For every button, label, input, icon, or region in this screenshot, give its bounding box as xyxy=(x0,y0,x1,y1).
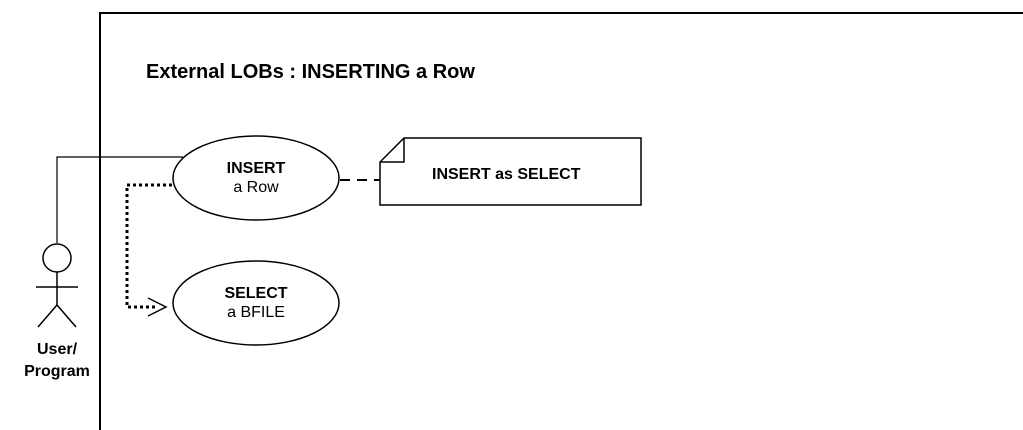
use-case-ellipse xyxy=(172,135,340,221)
include-dependency-arrow xyxy=(125,183,172,317)
system-boundary xyxy=(99,12,1023,430)
actor-user-program: User/ Program xyxy=(24,243,90,380)
note-shape xyxy=(379,137,642,206)
diagram-title: External LOBs : INSERTING a Row xyxy=(146,61,475,83)
actor-label-line2: Program xyxy=(24,363,90,380)
stick-figure-icon xyxy=(36,243,78,328)
use-case-ellipse xyxy=(172,260,340,346)
note-insert-as-select: INSERT as SELECT xyxy=(379,137,642,206)
use-case-title: SELECT xyxy=(224,285,287,302)
note-text: INSERT as SELECT xyxy=(432,166,581,183)
use-case-subtitle: a Row xyxy=(233,179,279,196)
actor-label-line1: User/ xyxy=(37,341,78,358)
use-case-insert-row[interactable]: INSERT a Row xyxy=(172,135,340,221)
use-case-subtitle: a BFILE xyxy=(227,304,285,321)
open-arrowhead-icon xyxy=(147,297,168,317)
use-case-title: INSERT xyxy=(227,160,286,177)
actor-association-line xyxy=(56,156,183,243)
note-folded-corner xyxy=(380,138,405,163)
use-case-select-bfile[interactable]: SELECT a BFILE xyxy=(172,260,340,346)
